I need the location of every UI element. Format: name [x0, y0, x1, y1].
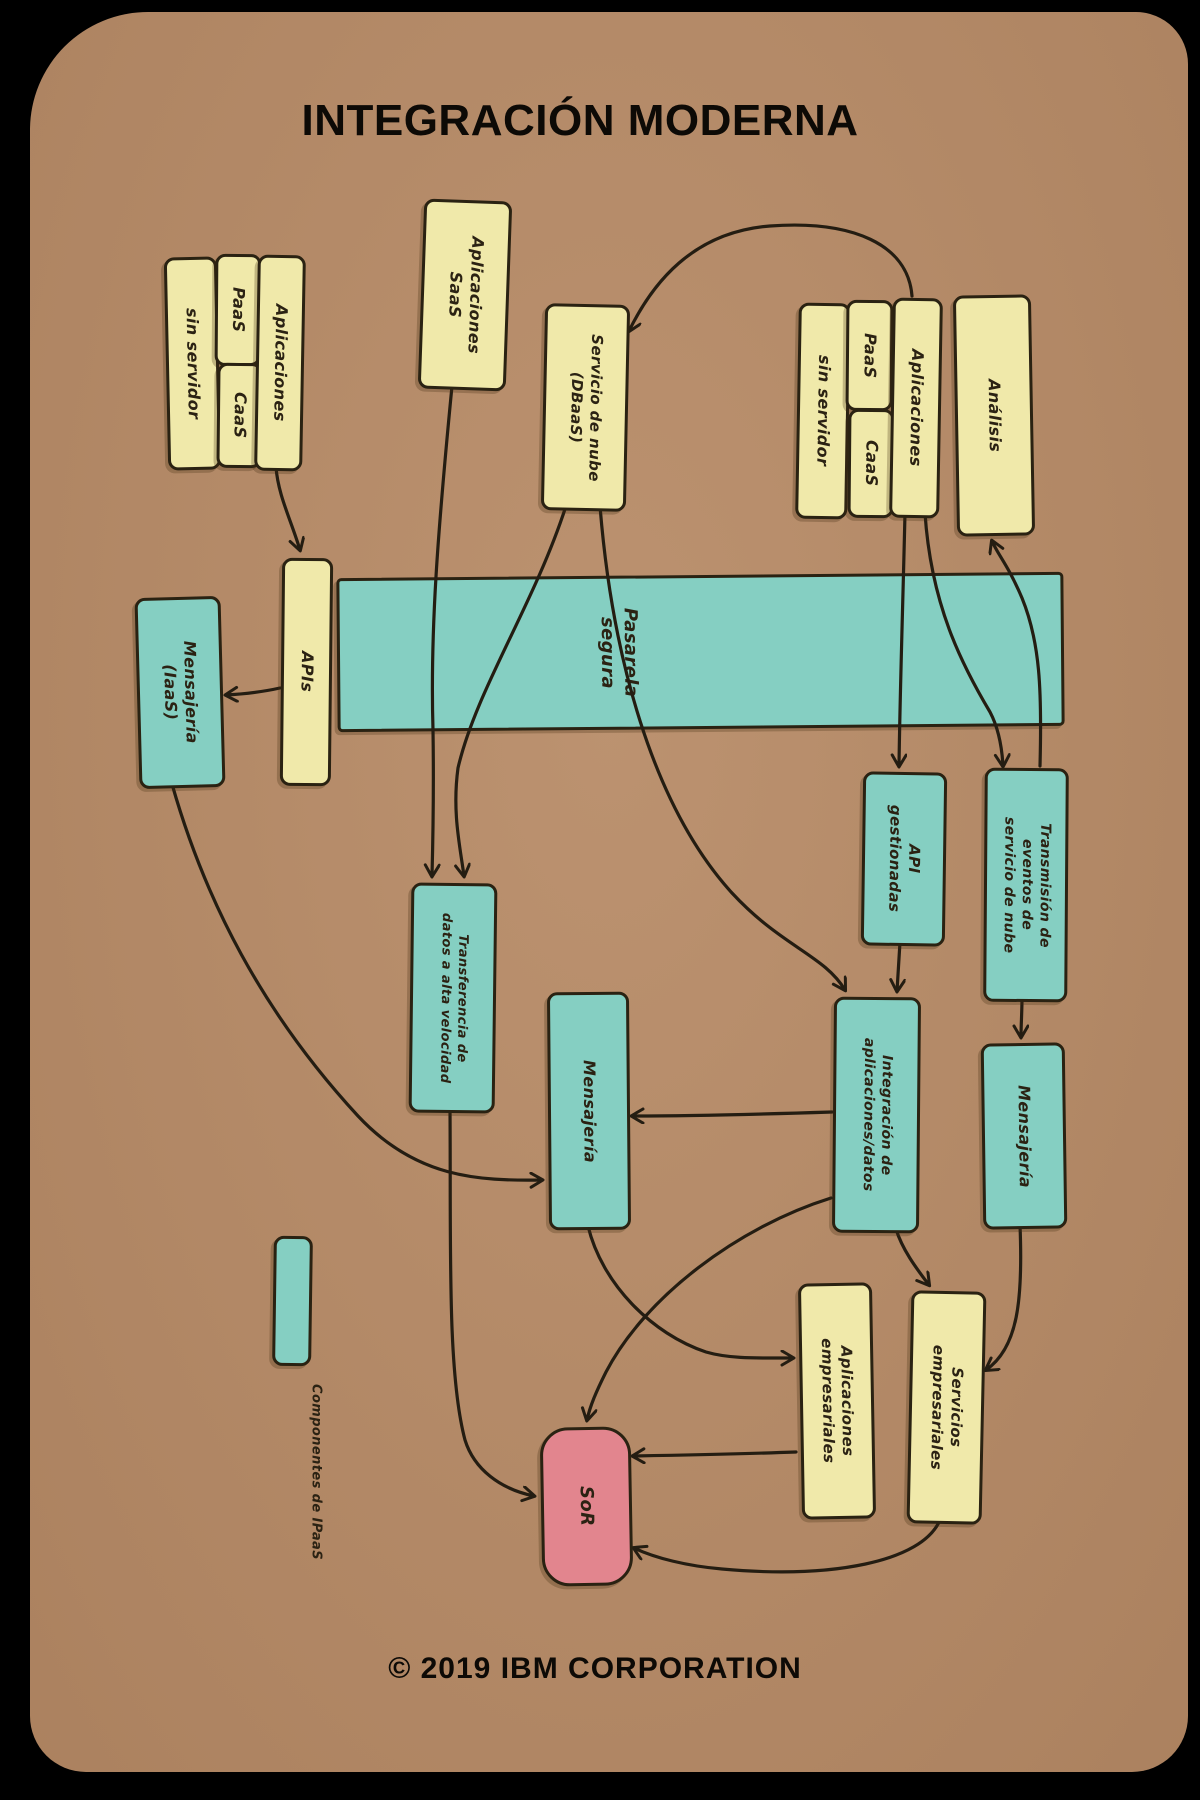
legend-label: Componentes de IPaaS [308, 1384, 324, 1560]
arrow-aplicaciones-emp-sor [633, 1452, 798, 1456]
node-label: CaaS [230, 392, 250, 439]
node-label: APIs [297, 651, 317, 693]
node-label: Mensajería [1014, 1084, 1035, 1188]
node-g2-caas: CaaS [847, 408, 895, 519]
node-label: Aplicaciones [270, 304, 292, 422]
arrow-aplicaciones2-dbaas [629, 223, 914, 331]
node-label: Aplicaciones [906, 349, 928, 467]
node-label: Transmisión de eventos de servicio de nu… [1000, 816, 1054, 954]
node-servicios-empresariales: Servicios empresariales [906, 1290, 987, 1525]
node-g2-sin-servidor: sin servidor [795, 302, 851, 520]
copyright-footer: © 2019 IBM CORPORATION [388, 1652, 802, 1685]
node-g1-paas: PaaS [214, 253, 262, 367]
node-label: CaaS [862, 440, 882, 487]
node-label: Servicios empresariales [927, 1344, 967, 1471]
arrow-integracion-servicios-emp [894, 1227, 929, 1285]
arrow-saas-transferencia [432, 384, 454, 876]
node-g1-aplicaciones: Aplicaciones [254, 254, 306, 472]
node-label: Transferencia de datos a alta velocidad [436, 912, 471, 1084]
node-analisis: Análisis [952, 294, 1036, 537]
node-label: sin servidor [182, 307, 204, 420]
node-servicio-nube-dbaas: Servicio de nube (DBaaS) [540, 303, 631, 512]
legend-swatch [272, 1235, 313, 1367]
node-label: sin servidor [813, 355, 835, 467]
node-sor: SoR [539, 1426, 634, 1587]
node-label: PaaS [229, 287, 249, 333]
arrow-aplicaciones2-transmision [923, 511, 1003, 766]
arrow-dbaas-transferencia [456, 504, 568, 876]
arrow-mensajeria-iaas-mensajeria-centro [170, 782, 542, 1180]
node-label: API gestionadas [885, 805, 924, 913]
node-mensajeria-iaas: Mensajería (IaaS) [134, 595, 226, 790]
arrow-dbaas-integracion [598, 504, 845, 990]
legend: Componentes de IPaaS [296, 1384, 334, 1604]
node-label: Servicio de nube (DBaaS) [566, 333, 607, 482]
node-g2-paas: PaaS [845, 299, 894, 412]
node-label: Aplicaciones empresariales [817, 1338, 858, 1464]
arrow-integracion-mensajeria-centro [632, 1112, 834, 1116]
node-aplicaciones-empresariales: Aplicaciones empresariales [797, 1282, 877, 1520]
node-label: Aplicaciones SaaS [445, 236, 488, 355]
node-mensajeria-nube: Mensajería [980, 1042, 1068, 1230]
arrow-integracion-sor [587, 1196, 833, 1420]
node-label: Mensajería (IaaS) [160, 640, 202, 744]
node-aplicaciones-saas: Aplicaciones SaaS [417, 198, 513, 392]
arrow-aplicaciones1-apis [274, 465, 300, 550]
arrow-transferencia-sor [448, 1107, 534, 1496]
node-mensajeria-centro: Mensajería [546, 991, 632, 1231]
node-g1-sin-servidor: sin servidor [163, 256, 222, 471]
node-integracion-aplicaciones-datos: Integración de aplicaciones/datos [831, 996, 922, 1234]
arrow-transmision-analisis [992, 541, 1043, 768]
node-transferencia-datos: Transferencia de datos a alta velocidad [408, 882, 498, 1114]
node-api-gestionadas: API gestionadas [860, 771, 948, 947]
arrow-mensajeria-centro-aplicaciones-emp [586, 1224, 793, 1358]
node-label: SoR [575, 1486, 598, 1527]
arrow-api-gestionadas-integracion [897, 940, 900, 991]
arrow-transmision-mensajeria-nube [1021, 996, 1022, 1037]
diagram-title: INTEGRACIÓN MODERNA [301, 96, 859, 145]
arrow-aplicaciones2-api-gestionadas [899, 511, 905, 766]
node-apis: APIs [279, 557, 334, 787]
node-label: Integración de aplicaciones/datos [859, 1037, 895, 1192]
node-label: Análisis [984, 378, 1005, 453]
node-transmision-eventos: Transmisión de eventos de servicio de nu… [983, 767, 1069, 1003]
arrow-apis-mensajeria-iaas [226, 688, 282, 695]
arrow-servicios-emp-sor [634, 1518, 942, 1574]
node-label: PaaS [860, 332, 880, 379]
node-g2-aplicaciones: Aplicaciones [889, 297, 943, 519]
arrow-mensajeria-nube-servicios-emp [986, 1223, 1023, 1370]
node-label: Mensajería [579, 1059, 600, 1163]
